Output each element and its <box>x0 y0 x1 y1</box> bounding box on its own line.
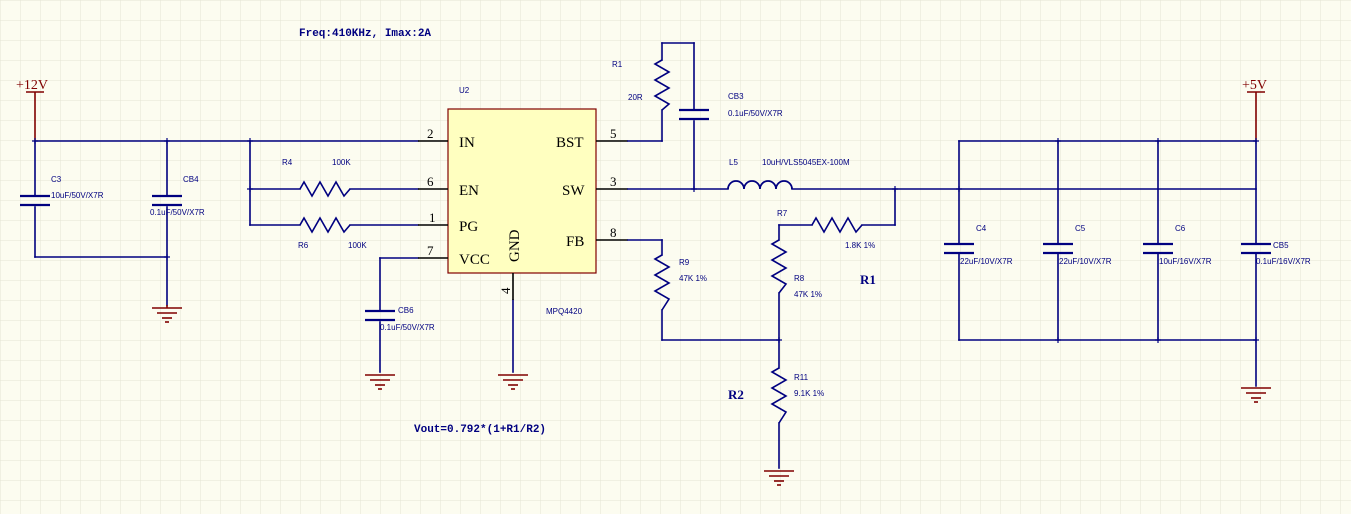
pin-name-sw: SW <box>562 183 585 199</box>
r6-value: 100K <box>348 241 367 250</box>
capacitor-cb5: CB5 0.1uF/16V/X7R <box>1241 241 1311 266</box>
capacitor-cb3: CB3 0.1uF/50V/X7R <box>679 92 783 121</box>
capacitor-c5: C5 22uF/10V/X7R <box>1043 224 1112 266</box>
resistor-r4: R4 100K <box>282 158 351 198</box>
switch-wires <box>627 42 1257 469</box>
r8-designator: R8 <box>794 274 805 283</box>
ground-symbol-input <box>152 305 182 323</box>
ic-part-number: MPQ4420 <box>546 307 583 316</box>
cb5-designator: CB5 <box>1273 241 1289 250</box>
resistor-r7: R7 1.8K 1% <box>777 209 875 250</box>
r9-value: 47K 1% <box>679 274 707 283</box>
input-wires <box>34 140 514 373</box>
pin-name-vcc: VCC <box>459 252 490 268</box>
r11-value: 9.1K 1% <box>794 389 824 398</box>
junction-markers <box>32 138 1259 343</box>
c4-value: 22uF/10V/X7R <box>960 257 1013 266</box>
pin-number-in: 2 <box>427 126 434 141</box>
r1-designator: R1 <box>612 60 623 69</box>
pin-name-bst: BST <box>556 135 584 151</box>
ground-symbol-vcc <box>365 374 395 390</box>
c6-designator: C6 <box>1175 224 1186 233</box>
pin-name-en: EN <box>459 183 479 199</box>
ground-symbol-output <box>1241 387 1271 403</box>
r11-designator: R11 <box>794 373 809 382</box>
ic-u2: U2 MPQ4420 IN EN PG VCC GND BST SW FB 2 … <box>418 86 628 316</box>
cb4-value: 0.1uF/50V/X7R <box>150 208 205 217</box>
r4-value: 100K <box>332 158 351 167</box>
input-power-port: +12V <box>16 78 48 140</box>
r8-value: 47K 1% <box>794 290 822 299</box>
ic-body <box>447 108 597 274</box>
ic-designator: U2 <box>459 86 470 95</box>
pin-number-gnd: 4 <box>498 287 513 294</box>
pin-name-in: IN <box>459 135 475 151</box>
l5-value: 10uH/VLS5045EX-100M <box>762 158 850 167</box>
input-rail-label: +12V <box>16 78 48 93</box>
pin-name-pg: PG <box>459 219 478 235</box>
capacitor-c4: C4 22uF/10V/X7R <box>944 224 1013 266</box>
cb5-value: 0.1uF/16V/X7R <box>1256 257 1311 266</box>
l5-designator: L5 <box>729 158 738 167</box>
capacitor-c3: C3 10uF/50V/X7R <box>20 175 104 207</box>
r2-annotation: R2 <box>728 387 744 402</box>
resistor-r8: R8 47K 1% <box>770 239 822 299</box>
frequency-note: Freq:410KHz, Imax:2A <box>299 28 431 40</box>
pin-number-bst: 5 <box>610 126 617 141</box>
r9-designator: R9 <box>679 258 690 267</box>
resistor-r9: R9 47K 1% <box>653 254 707 311</box>
c5-designator: C5 <box>1075 224 1086 233</box>
capacitor-cb6: CB6 0.1uF/50V/X7R <box>365 306 435 332</box>
resistor-r6: R6 100K <box>298 216 367 250</box>
capacitor-cb4: CB4 0.1uF/50V/X7R <box>150 175 205 217</box>
ground-symbol-feedback <box>764 470 794 486</box>
pin-number-vcc: 7 <box>427 243 434 258</box>
ground-symbol-ic <box>498 374 528 390</box>
pin-name-gnd: GND <box>507 229 523 262</box>
capacitor-c6: C6 10uF/16V/X7R <box>1143 224 1212 266</box>
cb4-designator: CB4 <box>183 175 199 184</box>
c3-designator: C3 <box>51 175 62 184</box>
r7-designator: R7 <box>777 209 788 218</box>
c5-value: 22uF/10V/X7R <box>1059 257 1112 266</box>
r7-value: 1.8K 1% <box>845 241 875 250</box>
output-power-port: +5V <box>1242 78 1267 140</box>
r6-designator: R6 <box>298 241 309 250</box>
inductor-l5: L5 10uH/VLS5045EX-100M <box>727 158 850 190</box>
output-wires <box>958 140 1257 387</box>
cb6-value: 0.1uF/50V/X7R <box>380 323 435 332</box>
r1-value: 20R <box>628 93 643 102</box>
output-rail-label: +5V <box>1242 78 1267 93</box>
cb3-value: 0.1uF/50V/X7R <box>728 109 783 118</box>
c4-designator: C4 <box>976 224 987 233</box>
pin-number-fb: 8 <box>610 225 617 240</box>
r1-annotation: R1 <box>860 272 876 287</box>
resistor-r11: R11 9.1K 1% <box>770 367 824 424</box>
pin-name-fb: FB <box>566 234 584 250</box>
pin-number-sw: 3 <box>610 174 617 189</box>
pin-number-pg: 1 <box>429 210 436 225</box>
cb3-designator: CB3 <box>728 92 744 101</box>
r4-designator: R4 <box>282 158 293 167</box>
pin-number-en: 6 <box>427 174 434 189</box>
c3-value: 10uF/50V/X7R <box>51 191 104 200</box>
cb6-designator: CB6 <box>398 306 414 315</box>
c6-value: 10uF/16V/X7R <box>1159 257 1212 266</box>
vout-formula-note: Vout=0.792*(1+R1/R2) <box>414 424 546 436</box>
resistor-r1: R1 20R <box>612 59 671 111</box>
